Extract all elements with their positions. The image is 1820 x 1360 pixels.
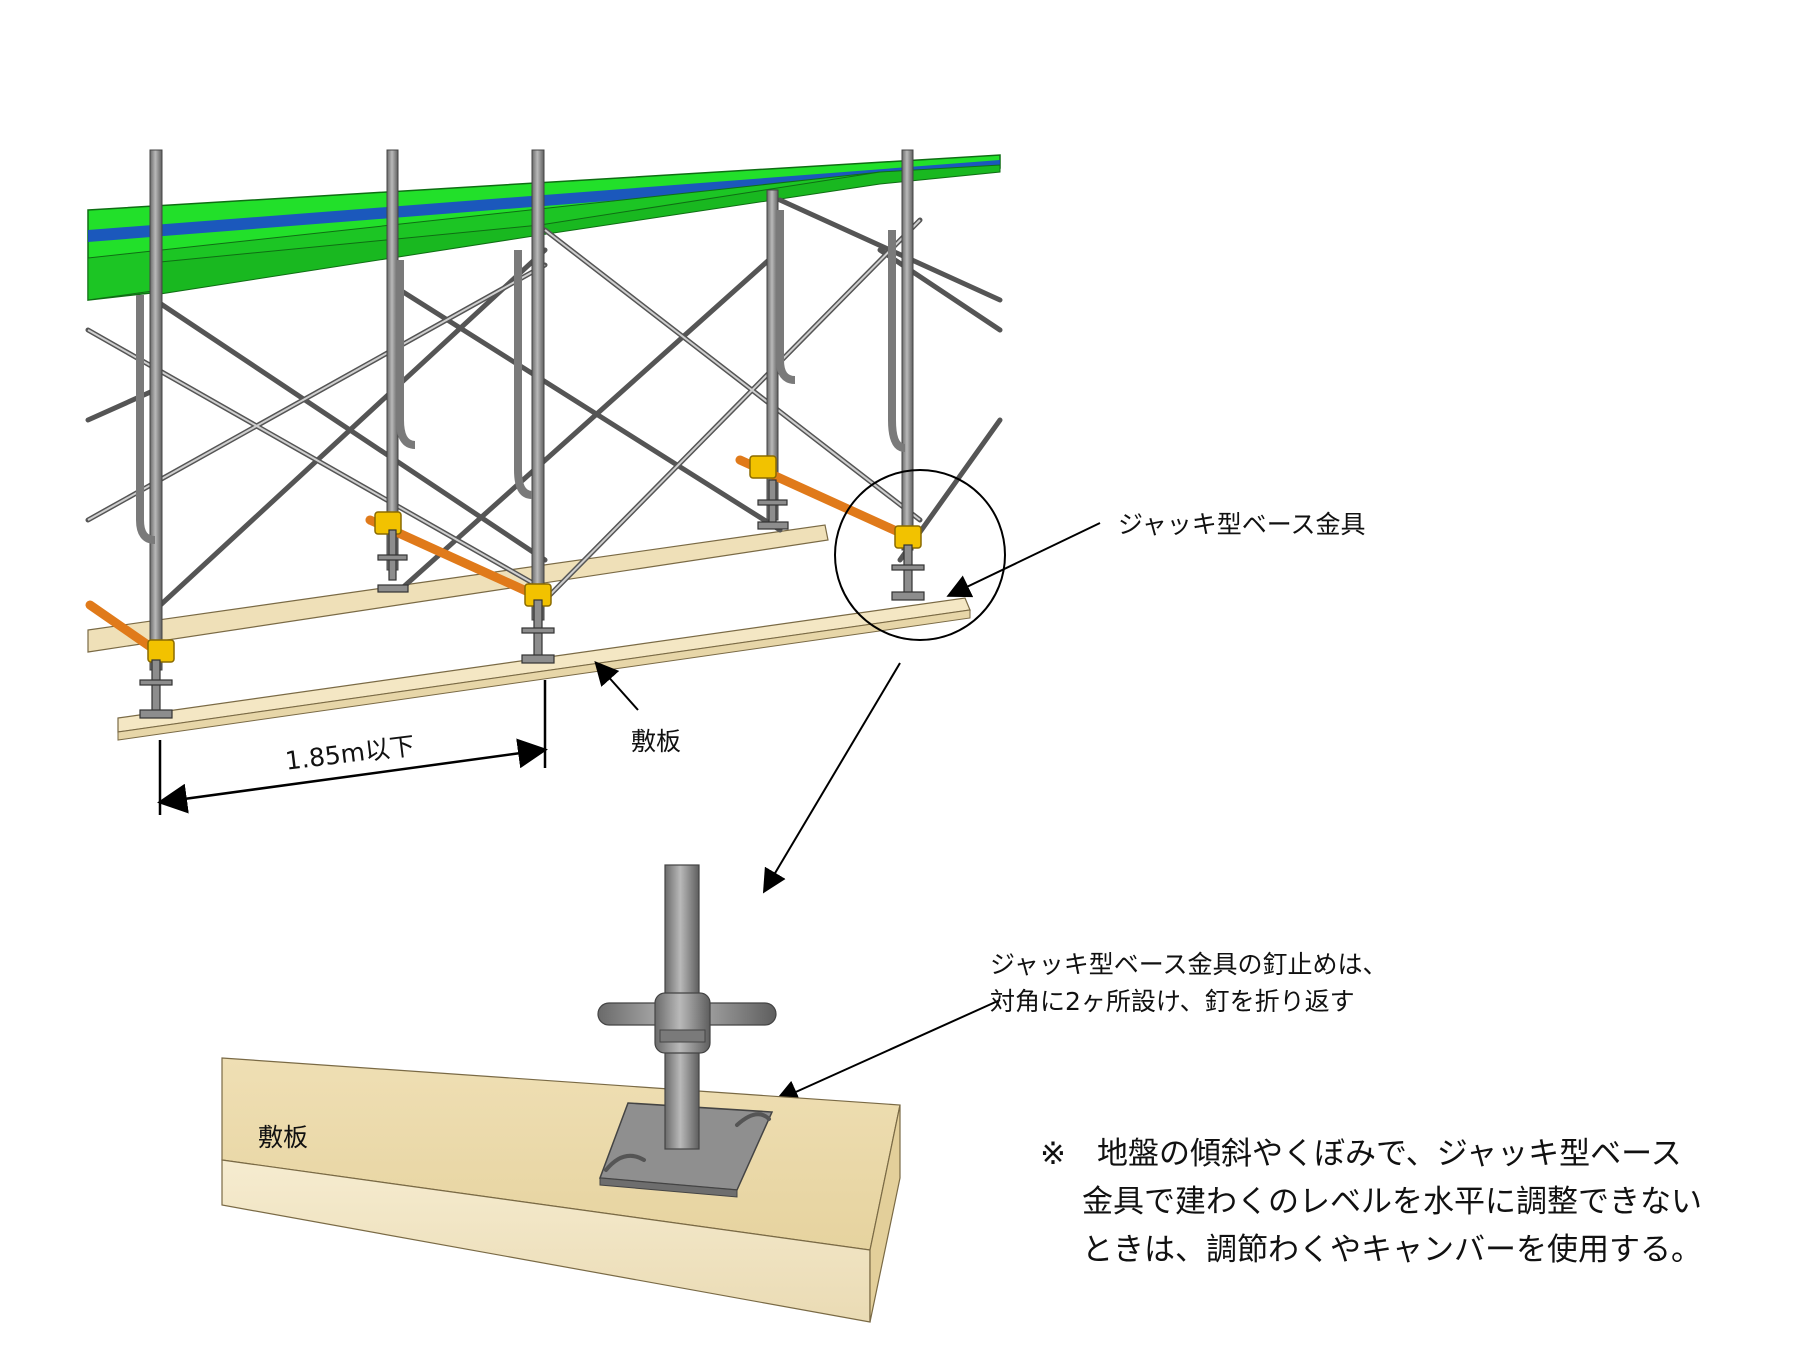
label-nailing-note-line2: 対角に2ヶ所設け、釘を折り返す — [990, 987, 1355, 1016]
footnote-line3: ときは、調節わくやキャンバーを使用する。 — [1082, 1232, 1702, 1268]
nail-right — [735, 1112, 771, 1127]
jack-bases — [139, 479, 925, 719]
label-sill-plate: 敷板 — [631, 727, 682, 756]
clamps — [147, 455, 922, 663]
footnote-line1: ※ 地盤の傾斜やくぼみで、ジャッキ型ベース — [1040, 1136, 1682, 1172]
detail-circle — [834, 469, 1006, 641]
label-nailing-note-line1: ジャッキ型ベース金具の釘止めは、 — [990, 950, 1388, 979]
label-detail-sill-plate: 敷板 — [258, 1123, 309, 1152]
dimension-line — [157, 680, 548, 815]
sill-plate-rear — [87, 524, 829, 653]
frame-legs — [136, 149, 914, 671]
detail-jack-base — [221, 864, 901, 1323]
scaffold-frame — [85, 149, 1006, 741]
leader-lines — [594, 522, 1101, 1103]
footnote-line2: 金具で建わくのレベルを水平に調整できない — [1082, 1184, 1702, 1220]
label-jack-base: ジャッキ型ベース金具 — [1118, 510, 1366, 539]
footnote: ※ 地盤の傾斜やくぼみで、ジャッキ型ベース 金具で建わくのレベルを水平に調整でき… — [1040, 1130, 1702, 1274]
nail-left — [604, 1153, 646, 1172]
